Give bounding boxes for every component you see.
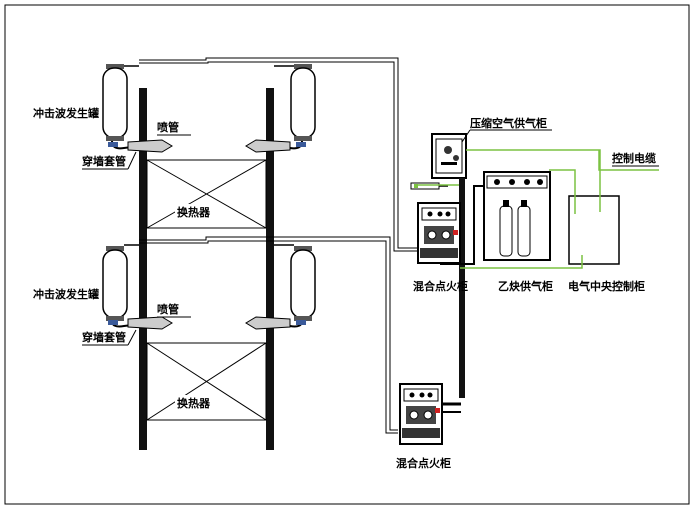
shock-tank-upper-left <box>102 64 139 141</box>
acetylene-cabinet-label: 乙炔供气柜 <box>498 279 553 293</box>
shock-tank-upper-right <box>274 64 316 141</box>
wall-sleeve-leader-upper <box>127 151 137 170</box>
wall-sleeve-label-upper: 穿墙套管 <box>82 154 126 168</box>
shock-tank-label-upper: 冲击波发生罐 <box>33 106 99 120</box>
heat-exchanger-label-upper: 换热器 <box>177 205 211 219</box>
control-cabinet-label: 电气中央控制柜 <box>568 279 645 293</box>
control-cabinet <box>568 195 620 265</box>
shock-tank-lower-left <box>102 244 139 321</box>
mixing-cabinet-lower <box>399 383 443 445</box>
right-column <box>266 88 274 450</box>
control-cables <box>418 149 659 269</box>
acetylene-pipe <box>440 185 484 265</box>
main-vertical-pipe <box>459 178 465 398</box>
mixing-cabinet-upper <box>417 202 461 264</box>
wall-sleeve-label-lower: 穿墙套管 <box>82 330 126 344</box>
air-supply-cabinet <box>431 133 467 179</box>
nozzle-label-lower: 喷管 <box>157 302 179 316</box>
air-cabinet-leader <box>461 129 471 143</box>
shock-tank-label-lower: 冲击波发生罐 <box>33 287 99 301</box>
wall-sleeve-leader-lower <box>127 329 137 346</box>
shock-tank-lower-right <box>274 244 316 321</box>
nozzle-lower-right <box>245 316 306 330</box>
nozzle-lower-left <box>108 316 173 330</box>
nozzle-upper-left <box>108 139 173 153</box>
heat-exchanger-lower <box>146 342 267 421</box>
control-cable-label: 控制电缆 <box>612 151 656 165</box>
nozzle-upper-right <box>245 139 306 153</box>
pipe-lower <box>139 236 398 434</box>
air-inlet-indicator <box>414 184 418 188</box>
air-cabinet-label: 压缩空气供气柜 <box>470 116 547 130</box>
mixing-cabinet-label-upper: 混合点火柜 <box>413 279 468 293</box>
heat-exchanger-label-lower: 换热器 <box>177 396 211 410</box>
left-column <box>139 88 147 450</box>
border-frame <box>4 4 690 505</box>
pipe-upper <box>139 57 420 252</box>
mixing-cabinet-label-lower: 混合点火柜 <box>396 456 451 470</box>
acetylene-cabinet <box>483 171 551 261</box>
heat-exchanger-upper <box>146 159 267 229</box>
nozzle-label-upper: 喷管 <box>157 120 179 134</box>
